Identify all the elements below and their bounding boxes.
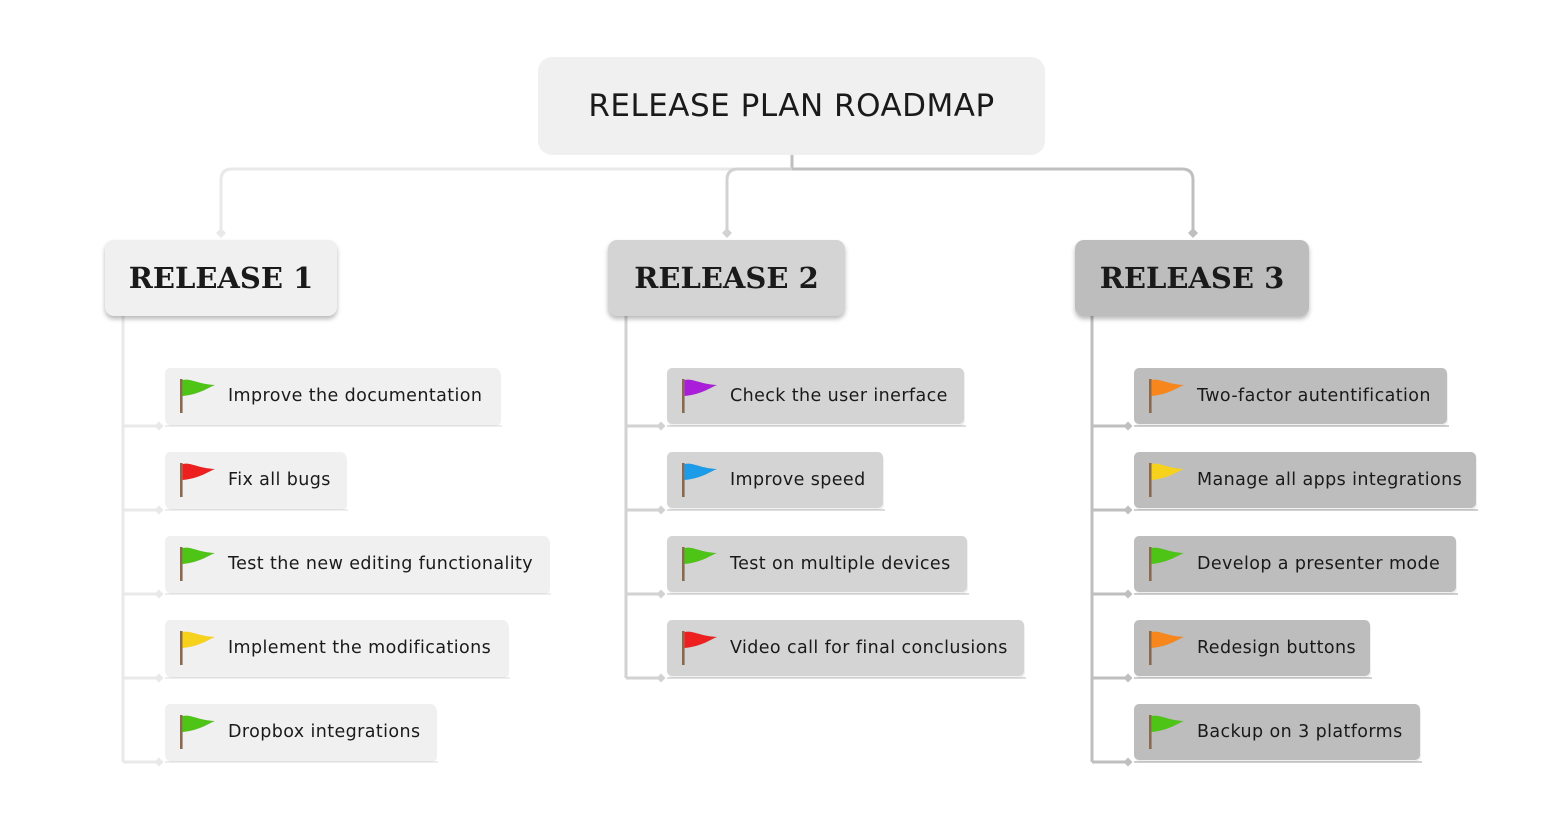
red-flag-icon xyxy=(682,631,717,665)
task-item: Develop a presenter mode xyxy=(1134,536,1456,592)
orange-flag-icon xyxy=(1149,379,1184,413)
roadmap-title: RELEASE PLAN ROADMAP xyxy=(538,57,1045,155)
yellow-flag-icon xyxy=(180,631,215,665)
task-label: Improve the documentation xyxy=(228,386,483,406)
task-label: Two-factor autentification xyxy=(1197,386,1431,406)
blue-flag-icon xyxy=(682,463,717,497)
task-label: Test on multiple devices xyxy=(730,554,951,574)
branch-end-diamond xyxy=(154,589,164,599)
task-label: Improve speed xyxy=(730,470,866,490)
task-item: Redesign buttons xyxy=(1134,620,1370,676)
task-label: Manage all apps integrations xyxy=(1197,470,1463,490)
branch-end-diamond xyxy=(154,757,164,767)
task-label: Develop a presenter mode xyxy=(1197,554,1441,574)
release-1-header: RELEASE 1 xyxy=(105,240,337,316)
task-item: Improve speed xyxy=(667,452,883,508)
task-label: Fix all bugs xyxy=(228,470,331,490)
release-2-header: RELEASE 2 xyxy=(608,240,845,316)
branch-end-diamond xyxy=(154,505,164,515)
green-flag-icon xyxy=(1149,715,1184,749)
green-flag-icon xyxy=(180,379,215,413)
connector-release-2 xyxy=(725,167,792,233)
task-item: Test on multiple devices xyxy=(667,536,967,592)
branch-end-diamond xyxy=(656,589,666,599)
task-label: Check the user inerface xyxy=(730,386,948,406)
task-item: Implement the modifications xyxy=(165,620,508,676)
red-flag-icon xyxy=(180,463,215,497)
branch-end-diamond xyxy=(1123,757,1133,767)
purple-flag-icon xyxy=(682,379,717,413)
green-flag-icon xyxy=(180,547,215,581)
branch-end-diamond xyxy=(656,673,666,683)
green-flag-icon xyxy=(1149,547,1184,581)
release-3-header: RELEASE 3 xyxy=(1075,240,1309,316)
task-label: Backup on 3 platforms xyxy=(1197,722,1403,742)
green-flag-icon xyxy=(180,715,215,749)
task-label: Test the new editing functionality xyxy=(228,554,534,574)
connector-end-diamond xyxy=(1188,228,1198,238)
task-item: Fix all bugs xyxy=(165,452,346,508)
branch-end-diamond xyxy=(1123,421,1133,431)
task-item: Dropbox integrations xyxy=(165,704,436,760)
connector-release-1 xyxy=(219,167,792,233)
task-item: Two-factor autentification xyxy=(1134,368,1447,424)
connector-release-3 xyxy=(792,167,1195,233)
branch-end-diamond xyxy=(154,421,164,431)
branch-end-diamond xyxy=(656,505,666,515)
yellow-flag-icon xyxy=(1149,463,1184,497)
task-label: Redesign buttons xyxy=(1197,638,1356,658)
task-label: Dropbox integrations xyxy=(228,722,421,742)
task-item: Manage all apps integrations xyxy=(1134,452,1476,508)
task-item: Video call for final conclusions xyxy=(667,620,1024,676)
connector-end-diamond xyxy=(216,228,226,238)
connector-end-diamond xyxy=(722,228,732,238)
task-item: Test the new editing functionality xyxy=(165,536,549,592)
orange-flag-icon xyxy=(1149,631,1184,665)
branch-end-diamond xyxy=(1123,589,1133,599)
branch-end-diamond xyxy=(656,421,666,431)
green-flag-icon xyxy=(682,547,717,581)
task-label: Video call for final conclusions xyxy=(730,638,1008,658)
task-label: Implement the modifications xyxy=(228,638,492,658)
branch-end-diamond xyxy=(1123,673,1133,683)
branch-end-diamond xyxy=(1123,505,1133,515)
task-item: Check the user inerface xyxy=(667,368,964,424)
task-item: Backup on 3 platforms xyxy=(1134,704,1420,760)
task-item: Improve the documentation xyxy=(165,368,500,424)
branch-end-diamond xyxy=(154,673,164,683)
